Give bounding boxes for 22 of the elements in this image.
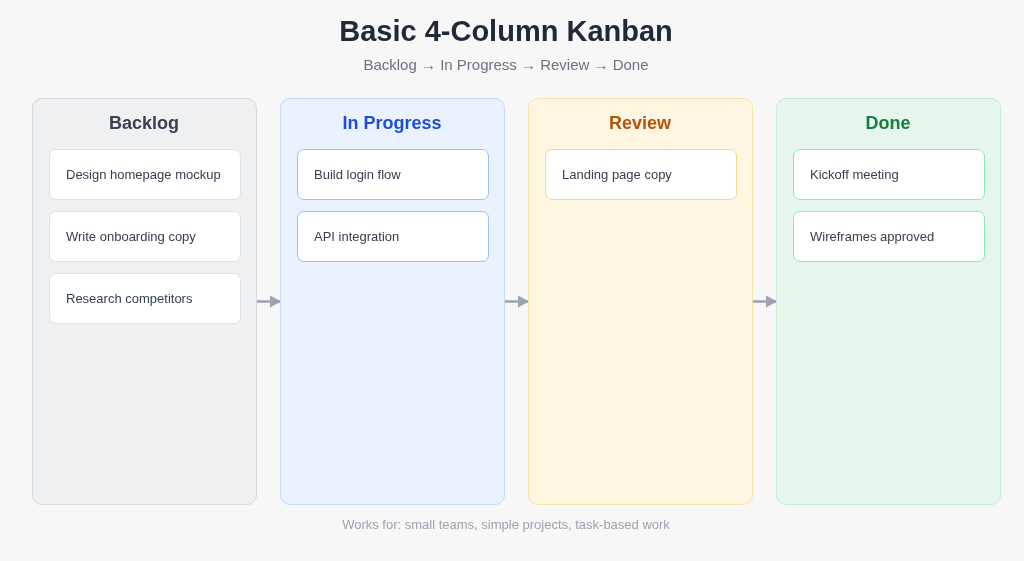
column-heading: In Progress [342, 113, 442, 134]
column-heading: Done [865, 113, 911, 134]
task-card: Wireframes approved [793, 211, 985, 262]
task-card: Kickoff meeting [793, 149, 985, 200]
subtitle: Backlog → In Progress → Review → Done [363, 56, 649, 73]
task-card: Write onboarding copy [49, 211, 241, 262]
arrow [753, 295, 777, 308]
kanban-column [528, 98, 753, 505]
footer-note: Works for: small teams, simple projects, task-based work [342, 517, 670, 532]
task-card: Build login flow [297, 149, 489, 200]
task-card: Design homepage mockup [49, 149, 241, 200]
kanban-column [32, 98, 257, 505]
task-card: API integration [297, 211, 489, 262]
column-heading: Backlog [109, 113, 179, 134]
diagram-title: Basic 4-Column Kanban [339, 15, 673, 48]
kanban-column [280, 98, 505, 505]
kanban-column [776, 98, 1001, 505]
task-card: Research competitors [49, 273, 241, 324]
arrow [505, 295, 529, 308]
task-card: Landing page copy [545, 149, 737, 200]
column-heading: Review [608, 113, 671, 134]
arrow [257, 295, 281, 308]
